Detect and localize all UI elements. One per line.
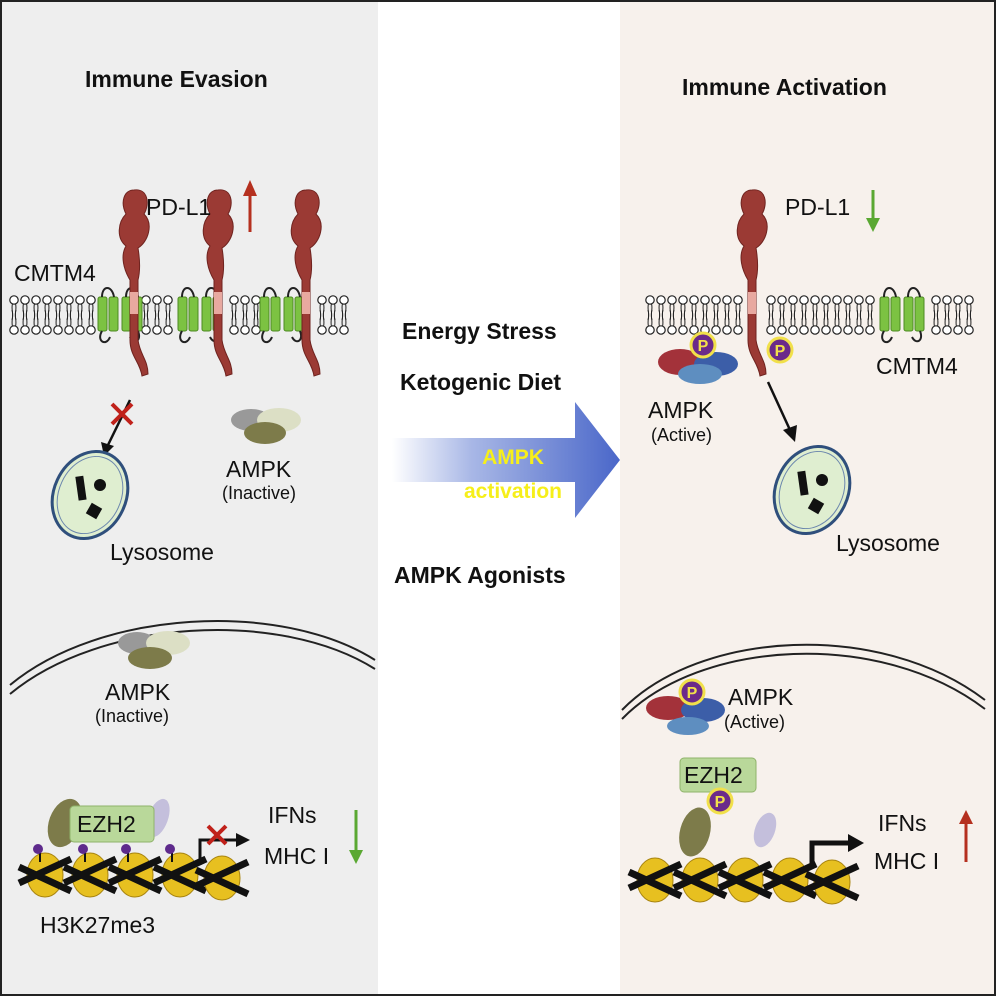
left-block-x-icon xyxy=(110,402,134,426)
left-pdl1-up-arrowhead xyxy=(243,180,257,196)
left-cmtm4-label: CMTM4 xyxy=(14,260,96,286)
left-transcription-block-x-icon xyxy=(206,824,228,846)
arrow-line2-label: activation xyxy=(463,480,563,503)
left-transcription-start-arrow xyxy=(198,838,238,865)
ketogenic-diet-label: Ketogenic Diet xyxy=(400,369,562,395)
right-ampk-cyto-state: (Active) xyxy=(651,425,713,445)
left-ampk-nuclear-inactive xyxy=(118,631,190,669)
left-chromatin xyxy=(19,853,248,900)
left-ampk-inactive-complex xyxy=(231,408,301,444)
right-pdl1-phospho-icon xyxy=(766,336,794,364)
left-h3k27me3-marks xyxy=(33,844,175,862)
left-mhc-label: MHC I xyxy=(264,843,330,869)
left-ezh2-complex xyxy=(47,798,170,848)
left-ezh2-label: EZH2 xyxy=(77,811,136,837)
right-ifns-label: IFNs xyxy=(878,810,927,836)
ampk-agonists-label: AMPK Agonists xyxy=(394,562,566,588)
left-ampk-cyto-label: AMPK xyxy=(226,456,292,482)
left-ampk-nuclear-state: (Inactive) xyxy=(95,706,170,726)
right-pdl1-label: PD-L1 xyxy=(785,194,851,220)
right-ampk-phospho-icon xyxy=(689,331,717,359)
ampk-activation-arrow xyxy=(392,402,620,518)
right-mhc-label: MHC I xyxy=(874,848,940,874)
arrow-line1-label: AMPK xyxy=(482,446,544,469)
left-h3k27me3-label: H3K27me3 xyxy=(40,912,156,938)
right-ampk-nuclear-label: AMPK xyxy=(728,684,794,710)
right-lysosome-label: Lysosome xyxy=(836,530,940,556)
right-ampk-nuclear-phospho-icon xyxy=(678,678,706,706)
right-ampk-cyto-label: AMPK xyxy=(648,397,714,423)
right-panel-title: Immune Activation xyxy=(682,74,887,100)
right-nuclear-envelope xyxy=(621,643,986,711)
energy-stress-label: Energy Stress xyxy=(402,318,557,344)
right-ampk-nuclear-state: (Active) xyxy=(724,712,786,732)
left-pdl1-label: PD-L1 xyxy=(146,194,212,220)
right-ezh2-phospho-icon xyxy=(706,787,734,815)
right-cmtm4-label: CMTM4 xyxy=(876,353,958,379)
left-ifns-label: IFNs xyxy=(268,802,317,828)
right-chromatin xyxy=(629,858,858,904)
left-nuclear-envelope xyxy=(9,620,376,686)
left-panel-title: Immune Evasion xyxy=(85,66,268,92)
right-transcription-start-arrow xyxy=(809,840,852,868)
left-ampk-cyto-state: (Inactive) xyxy=(222,483,297,503)
right-ezh2-complex xyxy=(679,757,777,857)
left-ampk-nuclear-label: AMPK xyxy=(105,679,171,705)
left-lysosome-label: Lysosome xyxy=(110,539,214,565)
right-degradation-arrow xyxy=(766,381,792,431)
right-ezh2-label: EZH2 xyxy=(684,762,743,788)
